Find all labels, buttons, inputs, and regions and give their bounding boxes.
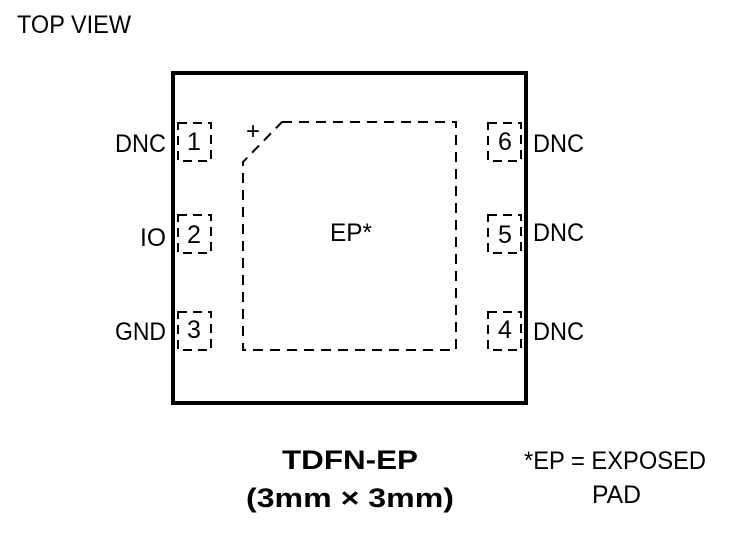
pin-name-6: DNC [533,130,584,158]
pin-number-1: 1 [187,128,201,156]
view-label: TOP VIEW [17,11,131,39]
pin-name-3: GND [115,318,166,346]
pin-number-2: 2 [187,221,201,249]
pin-pad-5 [487,214,522,254]
pin-number-5: 5 [498,221,512,249]
pin-name-4: DNC [533,318,584,346]
pin-number-4: 4 [498,316,512,344]
pin-pad-2 [177,214,212,254]
footnote-line2: PAD [592,481,641,509]
package-dimensions: (3mm × 3mm) [246,483,454,513]
pin-number-6: 6 [498,128,512,156]
pin-name-5: DNC [533,219,584,247]
package-body [171,71,528,405]
footnote-line1: *EP = EXPOSED [524,447,706,475]
pin-pad-3 [177,311,212,351]
pin-name-1: DNC [115,130,166,158]
package-name: TDFN-EP [282,445,418,475]
pin-pad-6 [487,122,522,162]
exposed-pad-label: EP* [330,219,372,247]
pin-pad-1 [177,122,212,162]
pin1-marker: + [246,118,260,145]
pin-number-3: 3 [187,316,201,344]
pin-pad-4 [487,311,522,351]
pin-name-2: IO [140,224,166,252]
exposed-pad-outline [242,121,457,351]
